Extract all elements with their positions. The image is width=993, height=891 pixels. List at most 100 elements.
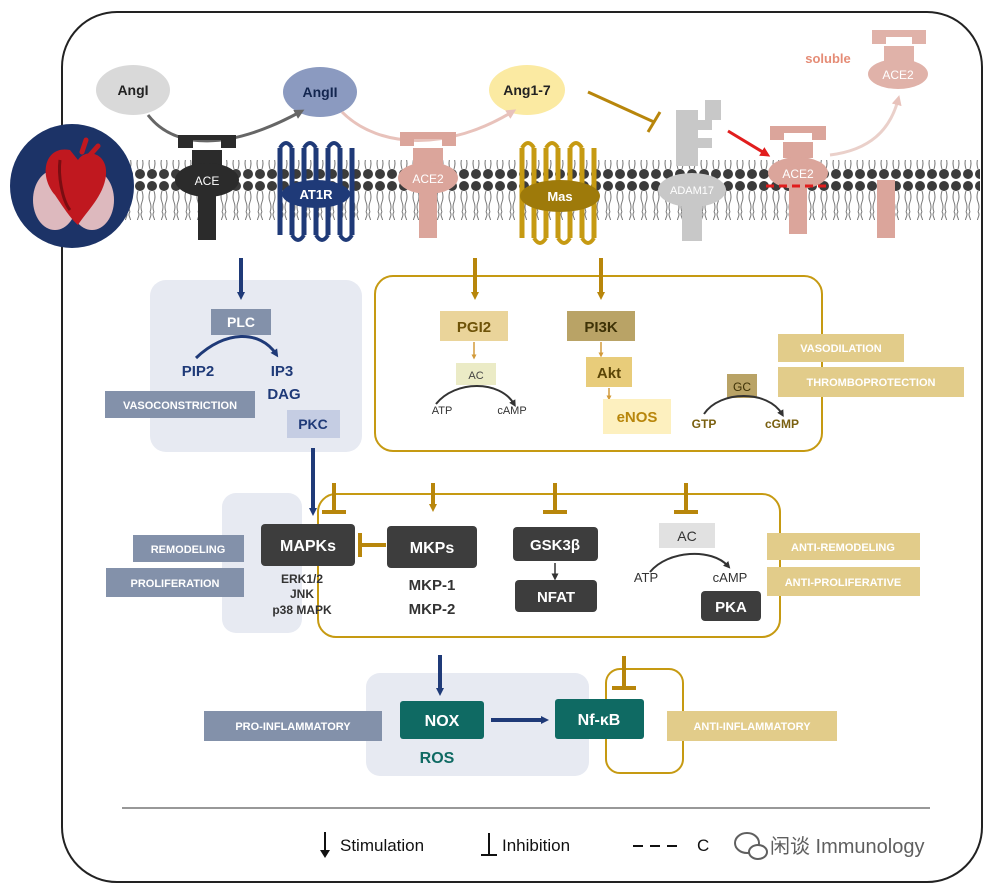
ace2-conversion-arrow: [340, 109, 517, 142]
anti-inflammatory-tag: [667, 711, 837, 741]
at1r-label: AT1R: [300, 187, 334, 202]
inhibition-legend-icon: [481, 833, 497, 856]
soluble-label: soluble: [805, 51, 851, 66]
pro-inflammatory-label: PRO-INFLAMMATORY: [235, 721, 351, 733]
anti-proliferative-tag: [767, 567, 920, 596]
pgi2-box: [440, 311, 508, 341]
enos-label: eNOS: [617, 409, 658, 426]
ace-label: ACE: [195, 174, 220, 188]
nox-label: NOX: [425, 713, 460, 730]
mas-badge: [520, 180, 600, 212]
erk-label: ERK1/2: [281, 572, 323, 586]
soluble-ace2: [868, 30, 928, 89]
inhibition-bar: [646, 111, 662, 133]
stimulation-legend-icon: [320, 832, 330, 858]
stimulation-legend-label: Stimulation: [340, 836, 424, 855]
atp-camp-arrow-top: [435, 385, 516, 408]
heart-lung-icon: [10, 124, 134, 248]
pip2-to-ip3-arrow: [194, 335, 279, 360]
remodeling-tag: [133, 535, 244, 562]
pi3k-box: [567, 311, 635, 341]
gtp-cgmp-arrow: [703, 395, 784, 418]
mkp2-label: MKP-2: [409, 601, 456, 618]
nfkb-box: [555, 699, 644, 739]
cgmp-label: cGMP: [765, 417, 799, 431]
vasoconstriction-tag: [105, 391, 255, 418]
enos-box: [603, 399, 671, 434]
watermark-label: 闲谈 Immunology: [770, 835, 925, 858]
nfat-box: [515, 580, 597, 612]
ang2-node: [283, 67, 357, 117]
ang17-inhibits-adam17: [587, 90, 655, 124]
p38-label: p38 MAPK: [272, 603, 332, 617]
ace2-shedding-arrow: [829, 95, 902, 157]
mapks-box: [261, 524, 355, 566]
mas-label: Mas: [547, 189, 572, 204]
pgi2-label: PGI2: [457, 319, 491, 336]
nox-box: [400, 701, 484, 739]
vasoconstriction-label: VASOCONSTRICTION: [123, 400, 237, 412]
thromboprotection-label: THROMBOPROTECTION: [807, 377, 936, 389]
ip3-label: IP3: [271, 363, 294, 380]
ang17-label: Ang1-7: [503, 82, 551, 98]
nfkb-label: Nf-κB: [578, 712, 621, 729]
ac-box-top: [456, 363, 496, 385]
vasodilation-label: VASODILATION: [800, 343, 882, 355]
ang1-node: [96, 65, 170, 115]
remodeling-label: REMODELING: [151, 544, 226, 556]
dag-label: DAG: [267, 386, 300, 403]
pkc-box: [287, 410, 340, 438]
jnk-label: JNK: [290, 587, 314, 601]
mkps-inhibits-mapks: [358, 533, 386, 557]
pip2-label: PIP2: [182, 363, 215, 380]
ace-conversion-arrow: [146, 109, 305, 143]
adam17-label: ADAM17: [670, 185, 714, 197]
pka-label: PKA: [715, 599, 747, 616]
inhibition-legend-label: Inhibition: [502, 836, 570, 855]
ac-label-top: AC: [468, 370, 483, 382]
soluble-ace2-label: ACE2: [882, 68, 914, 82]
inhibition-markers-top: [322, 483, 698, 514]
gsk3b-label: GSK3β: [530, 537, 580, 554]
pka-box: [701, 591, 761, 621]
atp-label-top: ATP: [432, 405, 453, 417]
pkc-label: PKC: [298, 416, 328, 432]
plc-box: [211, 309, 271, 335]
akt-box: [586, 357, 632, 387]
nfkb-inhibition: [612, 656, 636, 690]
mas-signaling-panel: [374, 275, 823, 452]
pro-inflammatory-tag: [204, 711, 382, 741]
ac-label-mid: AC: [677, 528, 696, 544]
gc-label: GC: [733, 380, 751, 394]
ang1-label: AngI: [117, 82, 148, 98]
nfat-label: NFAT: [537, 589, 575, 606]
wechat-icon: [734, 832, 768, 860]
mkps-label: MKPs: [410, 540, 455, 557]
camp-label-mid: cAMP: [713, 570, 748, 585]
plc-label: PLC: [227, 314, 255, 330]
proliferation-label: PROLIFERATION: [130, 578, 219, 590]
vasodilation-tag: [778, 334, 904, 362]
at1r-badge: [282, 180, 350, 208]
thromboprotection-tag: [778, 367, 964, 397]
proliferation-tag: [106, 568, 244, 597]
ace2-membrane-cleaved: [768, 126, 895, 238]
ace2-membrane-label: ACE2: [782, 167, 814, 181]
ac-box-mid: [659, 523, 715, 548]
ang17-node: [489, 65, 565, 115]
mapks-label: MAPKs: [280, 538, 336, 555]
gc-box: [727, 374, 757, 398]
anti-remodeling-tag: [767, 533, 920, 560]
ros-label: ROS: [420, 750, 455, 767]
gtp-label: GTP: [692, 417, 717, 431]
cleavage-legend-label: C: [697, 836, 709, 855]
mkp1-label: MKP-1: [409, 577, 456, 594]
ace2-label: ACE2: [412, 172, 444, 186]
atp-camp-arrow-mid: [649, 553, 731, 573]
ang2-label: AngII: [303, 84, 338, 100]
anti-proliferative-label: ANTI-PROLIFERATIVE: [785, 577, 902, 589]
gsk3b-box: [513, 527, 598, 561]
pi3k-label: PI3K: [584, 319, 618, 336]
adam17-protease: [658, 100, 726, 241]
